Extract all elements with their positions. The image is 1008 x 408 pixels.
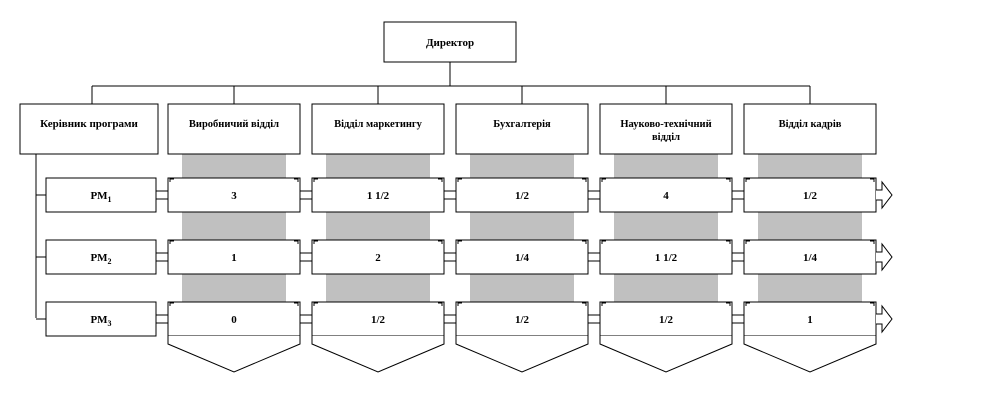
department-box: Науково-технічний відділ: [599, 103, 733, 155]
chevron-down-icon: [743, 336, 877, 373]
allocation-cell: 1 1/2: [311, 177, 445, 213]
project-manager-label: PM2: [90, 252, 111, 266]
allocation-cell: 1: [167, 239, 301, 275]
chevron-down-icon: [599, 336, 733, 373]
project-manager-box: PM2: [45, 239, 157, 275]
chevron-down-icon: [311, 336, 445, 373]
allocation-value: 1/4: [515, 252, 530, 264]
department-label: Виробничий відділ: [189, 119, 279, 130]
row-connector: [731, 190, 745, 200]
row-connector: [443, 252, 457, 262]
row-arrow-icon: [876, 180, 893, 210]
project-manager-box: PM3: [45, 301, 157, 337]
allocation-cell: 1/4: [743, 239, 877, 275]
project-row: PM2 1 2 1/4 1 1/2 1/4: [45, 239, 893, 275]
project-manager-label: PM3: [90, 314, 111, 328]
allocation-value: 0: [231, 314, 237, 326]
allocation-cell: 1/4: [455, 239, 589, 275]
director-label: Директор: [426, 37, 474, 49]
project-row: PM1 3 1 1/2 1/2 4 1/2: [45, 177, 893, 213]
row-connector: [443, 190, 457, 200]
row-connector: [587, 190, 601, 200]
row-connector: [299, 190, 313, 200]
director-box: Директор: [383, 21, 517, 63]
department-box: Відділ маркетингу: [311, 103, 445, 155]
allocation-value: 1/2: [803, 190, 818, 202]
row-connector: [587, 314, 601, 324]
row-connector: [299, 252, 313, 262]
allocation-cell: 0: [167, 301, 301, 337]
allocation-value: 1/4: [803, 252, 818, 264]
chevron-down-icon: [455, 336, 589, 373]
department-box: Бухгалтерія: [455, 103, 589, 155]
row-connector: [155, 190, 169, 200]
department-label: Бухгалтерія: [493, 119, 551, 130]
allocation-cell: 2: [311, 239, 445, 275]
department-boxes: Виробничий відділ Відділ маркетингу Бухгал…: [167, 103, 877, 155]
row-connector: [299, 314, 313, 324]
allocation-cell: 3: [167, 177, 301, 213]
allocation-cell: 1/2: [455, 177, 589, 213]
allocation-cell: 1 1/2: [599, 239, 733, 275]
row-connector: [731, 252, 745, 262]
allocation-cell: 1/2: [599, 301, 733, 337]
department-box: Відділ кадрів: [743, 103, 877, 155]
project-row: PM3 0 1/2 1/2 1/2 1: [45, 301, 893, 337]
row-connector: [587, 252, 601, 262]
allocation-cell: 1/2: [311, 301, 445, 337]
allocation-value: 1/2: [515, 314, 530, 326]
allocation-value: 1: [231, 252, 237, 264]
row-connector: [731, 314, 745, 324]
allocation-cell: 1/2: [455, 301, 589, 337]
allocation-value: 1 1/2: [655, 252, 678, 264]
allocation-value: 2: [375, 252, 381, 264]
project-manager-box: PM1: [45, 177, 157, 213]
row-connector: [443, 314, 457, 324]
allocation-value: 1/2: [371, 314, 386, 326]
department-label: Відділ кадрів: [779, 119, 842, 130]
row-arrow-icon: [876, 304, 893, 334]
row-arrow-icon: [876, 242, 893, 272]
allocation-value: 1: [807, 314, 813, 326]
allocation-cell: 1: [743, 301, 877, 337]
allocation-value: 1/2: [515, 190, 530, 202]
department-box: Виробничий відділ: [167, 103, 301, 155]
allocation-cell: 1/2: [743, 177, 877, 213]
row-connector: [155, 252, 169, 262]
manager-label: Керівник програми: [40, 118, 138, 130]
project-manager-label: PM1: [90, 190, 111, 204]
allocation-value: 3: [231, 190, 237, 202]
chevron-down-icon: [167, 336, 301, 373]
bottom-chevrons: [167, 336, 877, 373]
allocation-value: 1 1/2: [367, 190, 390, 202]
manager-box: Керівник програми: [19, 103, 159, 155]
allocation-cell: 4: [599, 177, 733, 213]
department-label: відділ: [652, 132, 680, 143]
allocation-value: 4: [663, 190, 669, 202]
department-label: Відділ маркетингу: [334, 119, 423, 130]
row-connector: [155, 314, 169, 324]
department-label: Науково-технічний: [620, 119, 711, 130]
connector-lines: [35, 62, 811, 320]
allocation-value: 1/2: [659, 314, 674, 326]
